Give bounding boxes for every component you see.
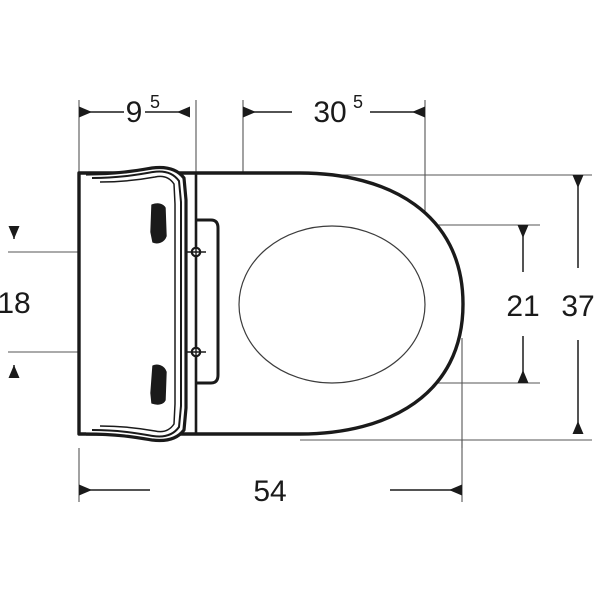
dim-30-5-superscript: 5	[353, 92, 363, 112]
dimension-30-5: 30 5	[243, 92, 425, 129]
dimension-54: 54	[79, 475, 462, 508]
dim-30-5-label: 30	[313, 96, 346, 129]
mount-point-bottom	[186, 343, 206, 361]
dimension-18: 18	[0, 226, 31, 378]
flush-plate	[196, 218, 220, 385]
back-panel	[85, 165, 188, 443]
toilet-plan-view	[77, 165, 465, 443]
back-panel-inner-line-2	[99, 175, 176, 433]
dim-54-label: 54	[253, 475, 286, 508]
back-panel-inner-line-1	[91, 170, 182, 438]
dim-37-label: 37	[561, 290, 594, 323]
dimension-21: 21	[506, 225, 540, 383]
dimension-37: 37	[561, 175, 595, 434]
dim-9-5-superscript: 5	[150, 92, 160, 112]
dim-9-5-label: 9	[126, 96, 143, 129]
dim-18-label: 18	[0, 287, 31, 320]
dimension-9-5: 9 5	[79, 92, 190, 129]
dim-21-label: 21	[506, 290, 539, 323]
hinge-slot-bottom	[150, 364, 167, 405]
hinge-slot-top	[150, 203, 167, 244]
bowl-inner	[238, 225, 426, 384]
mount-point-top	[186, 243, 206, 261]
